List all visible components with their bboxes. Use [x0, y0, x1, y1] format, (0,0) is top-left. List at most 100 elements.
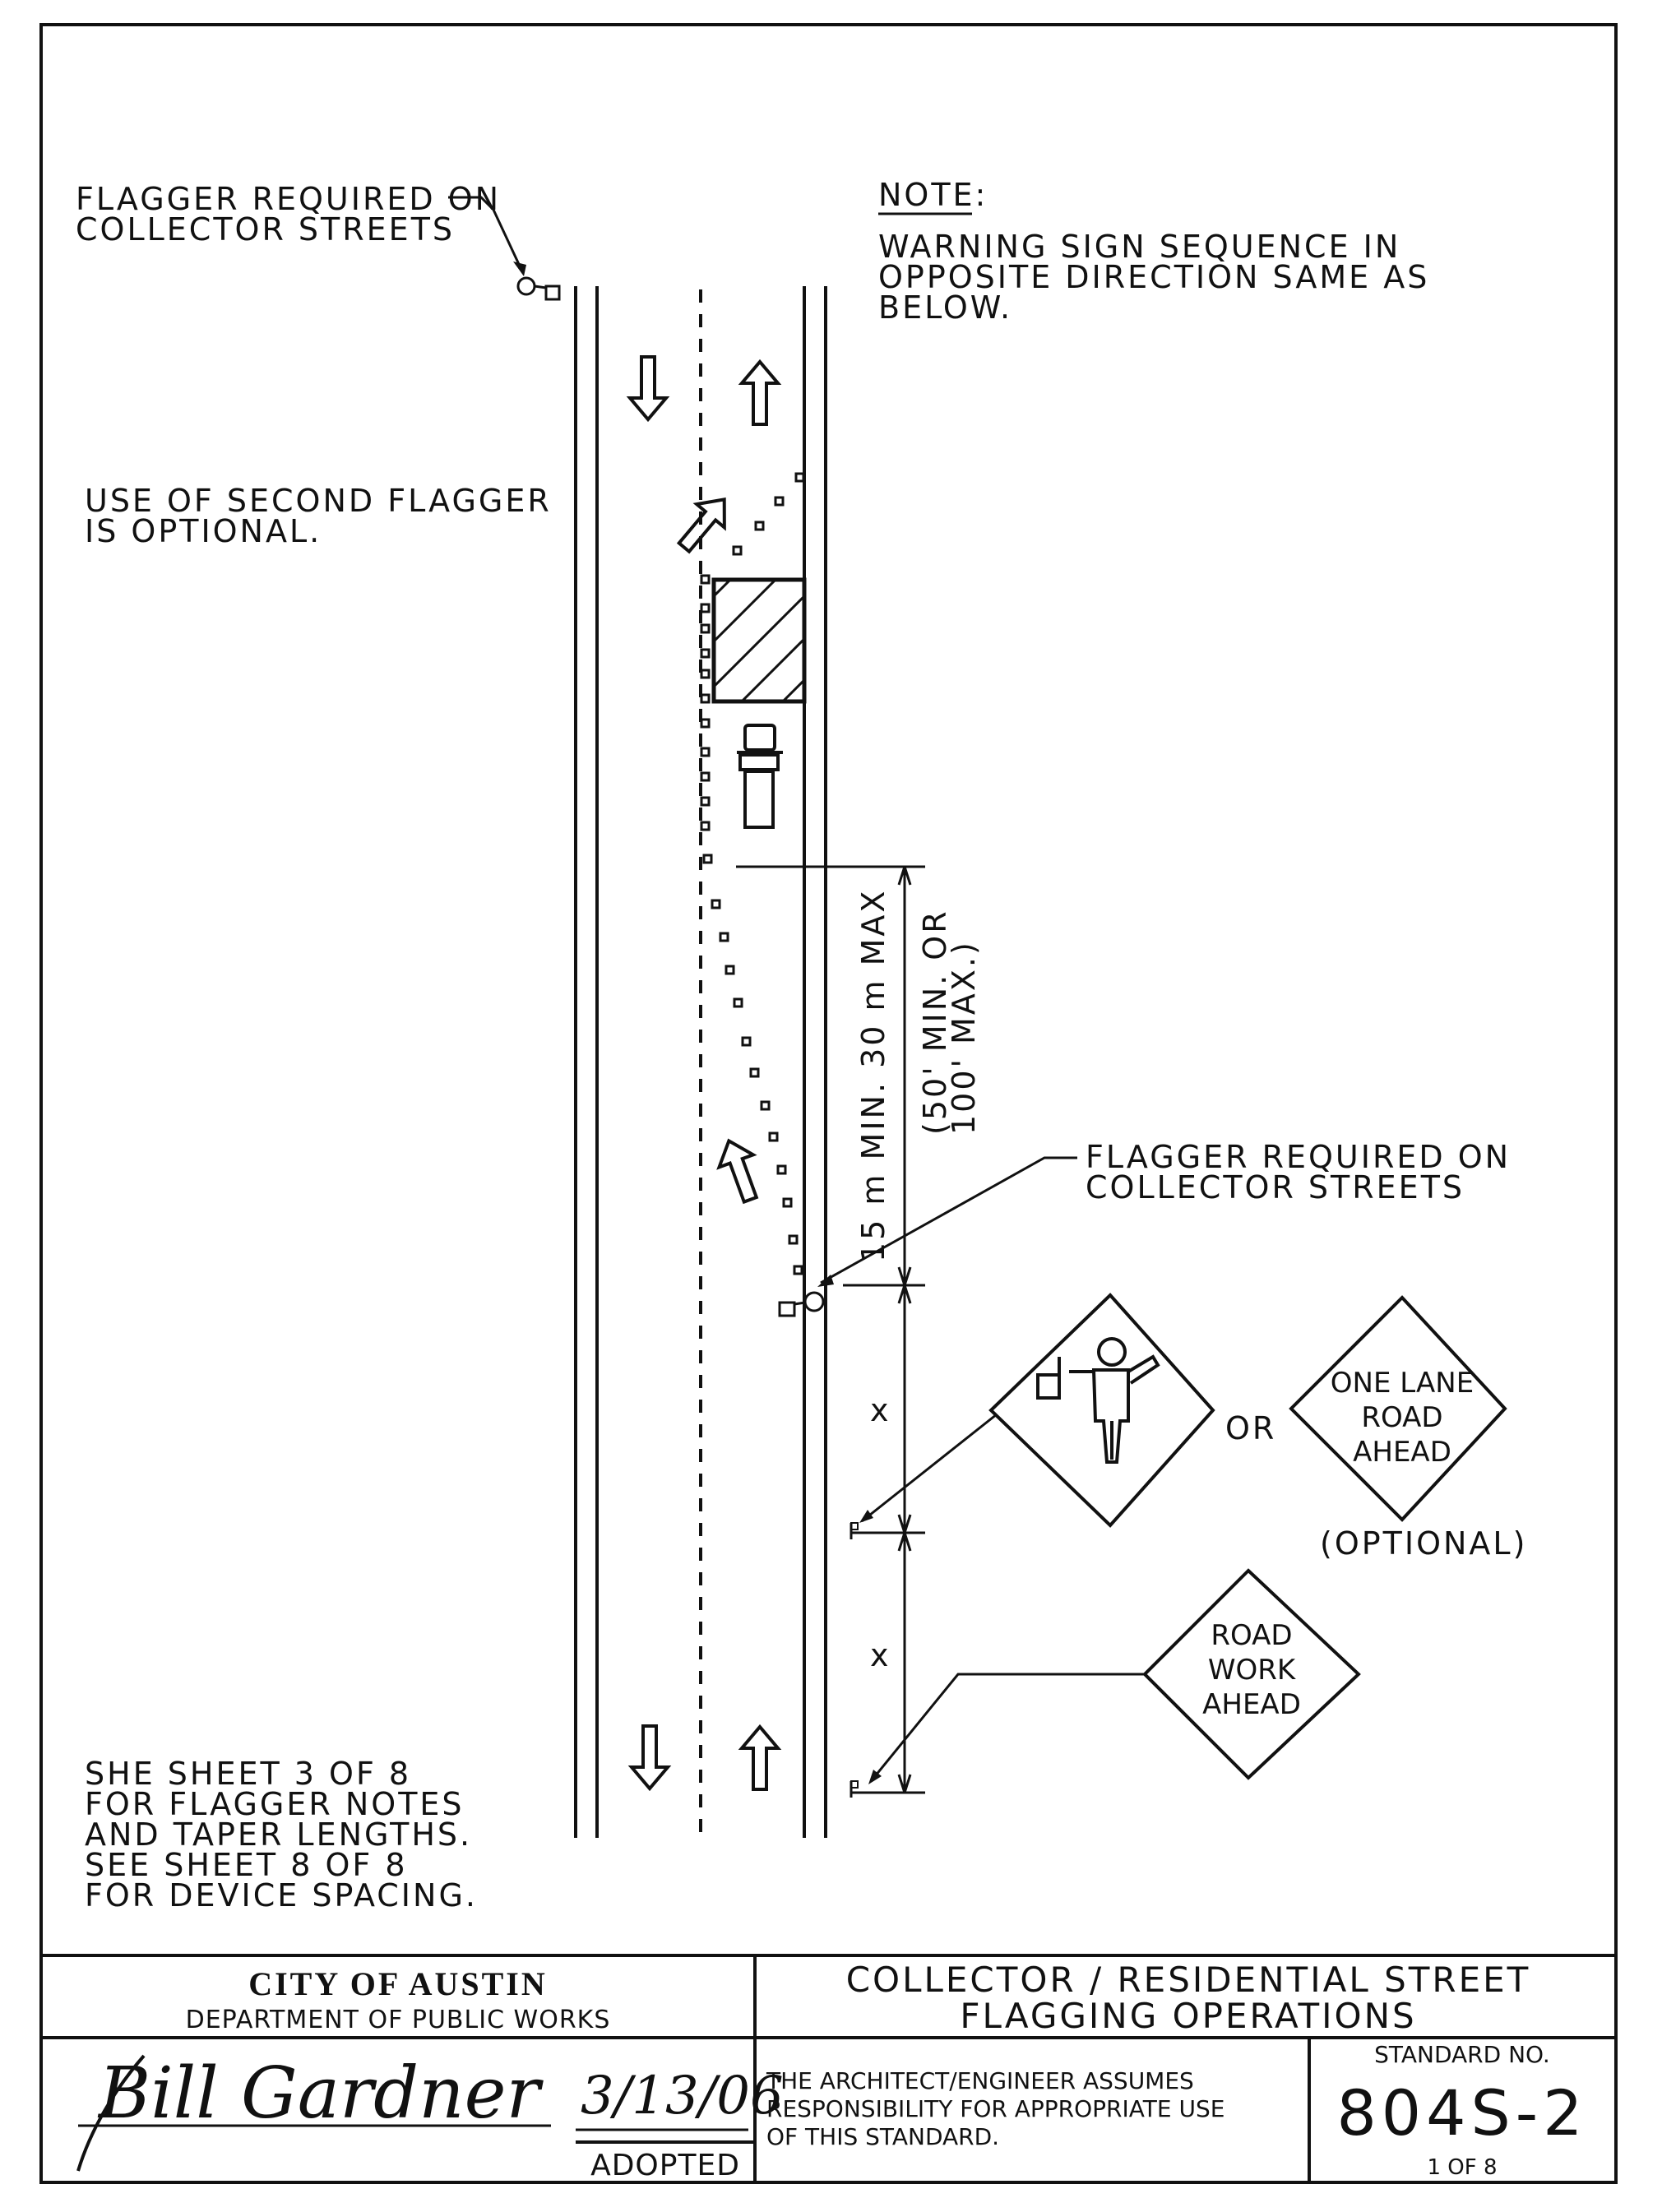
- dimension-spacing: [851, 1284, 925, 1794]
- cone: [733, 997, 743, 1008]
- cone: [700, 747, 711, 757]
- sign-text: AHEAD: [1202, 1688, 1301, 1721]
- standard-label: STANDARD NO.: [1374, 2041, 1550, 2068]
- arrow-diagonal-icon: [716, 1138, 759, 1205]
- cone: [700, 574, 711, 585]
- flagger-symbol-sign: [988, 1293, 1215, 1528]
- cone: [760, 1100, 771, 1111]
- cone: [700, 648, 711, 659]
- leader-line: [448, 196, 524, 272]
- cone: [700, 771, 711, 782]
- arrow-up-icon: [738, 1724, 782, 1791]
- adopted-label: ADOPTED: [590, 2149, 740, 2182]
- cone: [700, 693, 711, 704]
- cone: [776, 1164, 787, 1175]
- second-flagger-note: IS OPTIONAL.: [85, 513, 322, 549]
- one-lane-road-ahead-sign: ONE LANE ROAD AHEAD: [1289, 1295, 1507, 1522]
- leader-line: [861, 1413, 998, 1523]
- cone: [711, 899, 721, 909]
- channelizing-devices: [700, 472, 805, 1275]
- flagger-note-mid: FLAGGER REQUIRED ON: [1086, 1139, 1511, 1175]
- second-flagger-note: USE OF SECOND FLAGGER: [85, 483, 552, 519]
- sign-text: AHEAD: [1353, 1436, 1451, 1469]
- sign-text: ROAD: [1211, 1619, 1292, 1652]
- leader-arrowhead: [859, 1510, 873, 1523]
- cone: [700, 821, 711, 831]
- cone: [788, 1234, 799, 1245]
- sheet-reference-note: SHE SHEET 3 OF 8: [85, 1756, 411, 1792]
- sheet-reference-note: FOR DEVICE SPACING.: [85, 1877, 478, 1914]
- cone: [768, 1131, 779, 1142]
- cone: [749, 1067, 760, 1078]
- cone: [793, 1265, 803, 1275]
- title-block: [41, 1954, 1616, 2182]
- flagger-icon: [516, 276, 561, 301]
- spacing-label: x: [870, 1392, 891, 1428]
- traffic-arrows: [626, 355, 782, 1792]
- cone: [774, 496, 785, 507]
- spacing-label: x: [870, 1637, 891, 1673]
- cone: [732, 545, 743, 556]
- drawing-title: FLAGGING OPERATIONS: [960, 1996, 1416, 2036]
- leader-arrowhead: [513, 261, 526, 276]
- sheet-reference-note: FOR FLAGGER NOTES: [85, 1786, 465, 1822]
- sign-post-icon: [850, 1780, 859, 1798]
- optional-label: (OPTIONAL): [1320, 1525, 1527, 1562]
- dimension-buffer: [736, 865, 925, 1287]
- road-work-ahead-sign: ROAD WORK AHEAD: [1142, 1568, 1361, 1780]
- arrow-diagonal-icon: [676, 497, 726, 554]
- flagger-note-mid: COLLECTOR STREETS: [1086, 1169, 1465, 1205]
- leader-line: [820, 1156, 1077, 1284]
- adopted-date: 3/13/06: [581, 2066, 784, 2126]
- note-body: OPPOSITE DIRECTION SAME AS: [878, 259, 1429, 295]
- cone: [754, 521, 765, 531]
- cone: [782, 1197, 793, 1208]
- disclaimer: THE ARCHITECT/ENGINEER ASSUMES: [766, 2067, 1194, 2094]
- leader-arrowhead: [868, 1770, 882, 1784]
- cone: [741, 1036, 752, 1047]
- cone: [719, 932, 729, 942]
- sheet-reference-note: AND TAPER LENGTHS.: [85, 1816, 472, 1853]
- sheet-number: 1 OF 8: [1427, 2155, 1497, 2180]
- work-truck-icon: [737, 724, 783, 829]
- disclaimer: RESPONSIBILITY FOR APPROPRIATE USE: [766, 2095, 1225, 2122]
- cone: [700, 718, 711, 729]
- sign-text: ONE LANE: [1331, 1367, 1474, 1400]
- cone: [700, 603, 711, 613]
- note-body: BELOW.: [878, 289, 1012, 326]
- flagger-note-top: COLLECTOR STREETS: [76, 211, 455, 248]
- cone: [725, 965, 735, 975]
- flagger-note-top: FLAGGER REQUIRED ON: [76, 181, 501, 217]
- sign-post-icon: [850, 1522, 859, 1539]
- sign-text: WORK: [1208, 1654, 1297, 1687]
- cone: [700, 669, 711, 679]
- cone: [700, 796, 711, 807]
- arrow-down-icon: [627, 1724, 672, 1792]
- department-name: DEPARTMENT OF PUBLIC WORKS: [186, 2006, 611, 2034]
- note-body: WARNING SIGN SEQUENCE IN: [878, 229, 1400, 265]
- cone: [794, 472, 805, 483]
- flagger-symbol-icon: [1036, 1337, 1160, 1464]
- arrow-up-icon: [738, 359, 782, 426]
- or-label: OR: [1225, 1410, 1276, 1446]
- signature: Bill Gardner: [97, 2052, 544, 2135]
- signature-stroke: [76, 2054, 146, 2172]
- sheet-border: [39, 23, 1618, 2184]
- standard-number: 804S-2: [1336, 2076, 1587, 2150]
- sheet-reference-note: SEE SHEET 8 OF 8: [85, 1847, 408, 1883]
- cone: [702, 854, 713, 864]
- sign-text: ROAD: [1361, 1401, 1442, 1434]
- note-heading: NOTE:: [878, 177, 988, 213]
- leader-line: [870, 1673, 1145, 1781]
- drawing-title: COLLECTOR / RESIDENTIAL STREET: [846, 1960, 1531, 2000]
- roadway: [574, 286, 827, 1838]
- buffer-imperial-label: (50' MIN. OR: [917, 909, 953, 1135]
- buffer-imperial-label: 100' MAX.): [946, 940, 982, 1135]
- disclaimer: OF THIS STANDARD.: [766, 2123, 999, 2150]
- buffer-metric-label: 15 m MIN. 30 m MAX: [855, 889, 891, 1262]
- work-area: [711, 577, 807, 704]
- flagger-icon: [778, 1291, 825, 1317]
- leader-arrowhead: [817, 1275, 834, 1287]
- agency-name: CITY OF AUSTIN: [248, 1965, 548, 2002]
